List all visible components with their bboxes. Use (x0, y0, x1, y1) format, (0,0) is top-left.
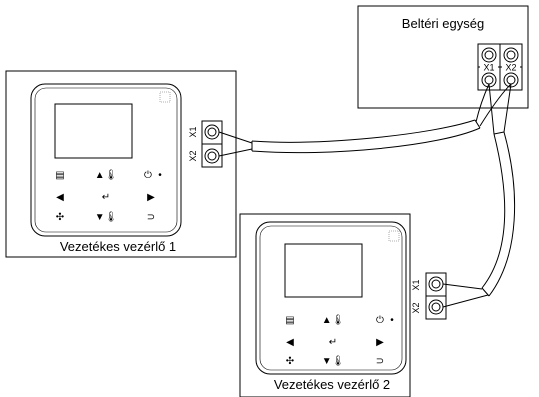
controller-1-enter-icon[interactable]: ↵ (102, 192, 110, 203)
controller-2-power-icon[interactable]: ⏻ (376, 315, 384, 326)
controller-2-fan-icon[interactable]: ✣ (286, 356, 294, 367)
indoor-x2-label: X2 (505, 63, 516, 73)
controller-1-down-temp-icon[interactable]: ▼🌡 (95, 211, 118, 223)
controller-2-left-icon[interactable]: ◀ (286, 337, 294, 348)
controller-1-caption: Vezetékes vezérlő 1 (60, 239, 176, 254)
indoor-x1-label: X1 (483, 63, 494, 73)
controller-2-terminal-block: X1 X2 (411, 272, 447, 320)
controller-1-fan-icon[interactable]: ✣ (56, 212, 64, 223)
controller-2-sensor-icon (388, 230, 400, 242)
cable-controller-1-to-indoor (218, 83, 512, 157)
controller-1-x1-label: X1 (188, 126, 198, 137)
indoor-unit-title: Beltéri egység (402, 16, 484, 31)
controller-1-terminal-block: X1 X2 (188, 120, 223, 168)
controller-1-back-icon[interactable]: ⊃ (147, 212, 155, 223)
controller-1-screen (54, 103, 133, 159)
wired-controller-2: ▤ ▲🌡 ⏻ • ◀ ↵ ▶ ✣ ▼🌡 ⊃ Vezetékes vezérlő … (239, 213, 411, 397)
controller-1-left-icon[interactable]: ◀ (56, 192, 64, 203)
controller-1-right-icon[interactable]: ▶ (147, 192, 155, 203)
controller-2-up-temp-icon[interactable]: ▲🌡 (322, 314, 345, 326)
controller-2-down-temp-icon[interactable]: ▼🌡 (322, 355, 345, 367)
controller-1-dot-icon: • (158, 170, 162, 181)
controller-1-power-icon[interactable]: ⏻ (144, 170, 152, 181)
controller-2-screen (284, 243, 363, 298)
controller-2-back-icon[interactable]: ⊃ (376, 356, 384, 367)
cable-controller-2-to-indoor (442, 83, 516, 308)
controller-2-caption: Vezetékes vezérlő 2 (274, 377, 390, 392)
wired-controller-1: ▤ ▲🌡 ⏻ • ◀ ↵ ▶ ✣ ▼🌡 ⊃ Vezetékes vezérlő … (5, 70, 237, 258)
controller-1-x2-label: X2 (188, 150, 198, 161)
indoor-terminal-block: X1 X2 (477, 43, 523, 91)
controller-2-dot-icon: • (390, 315, 394, 326)
controller-2-x2-label: X2 (411, 302, 421, 313)
controller-2-x1-label: X1 (411, 279, 421, 290)
controller-2-right-icon[interactable]: ▶ (376, 337, 384, 348)
controller-1-up-temp-icon[interactable]: ▲🌡 (95, 169, 118, 181)
indoor-unit: Beltéri egység X1 X2 (357, 5, 529, 109)
controller-2-menu-icon[interactable]: ▤ (285, 315, 294, 326)
controller-1-menu-icon[interactable]: ▤ (55, 170, 64, 181)
controller-2-enter-icon[interactable]: ↵ (329, 337, 337, 348)
controller-1-sensor-icon (159, 91, 171, 103)
